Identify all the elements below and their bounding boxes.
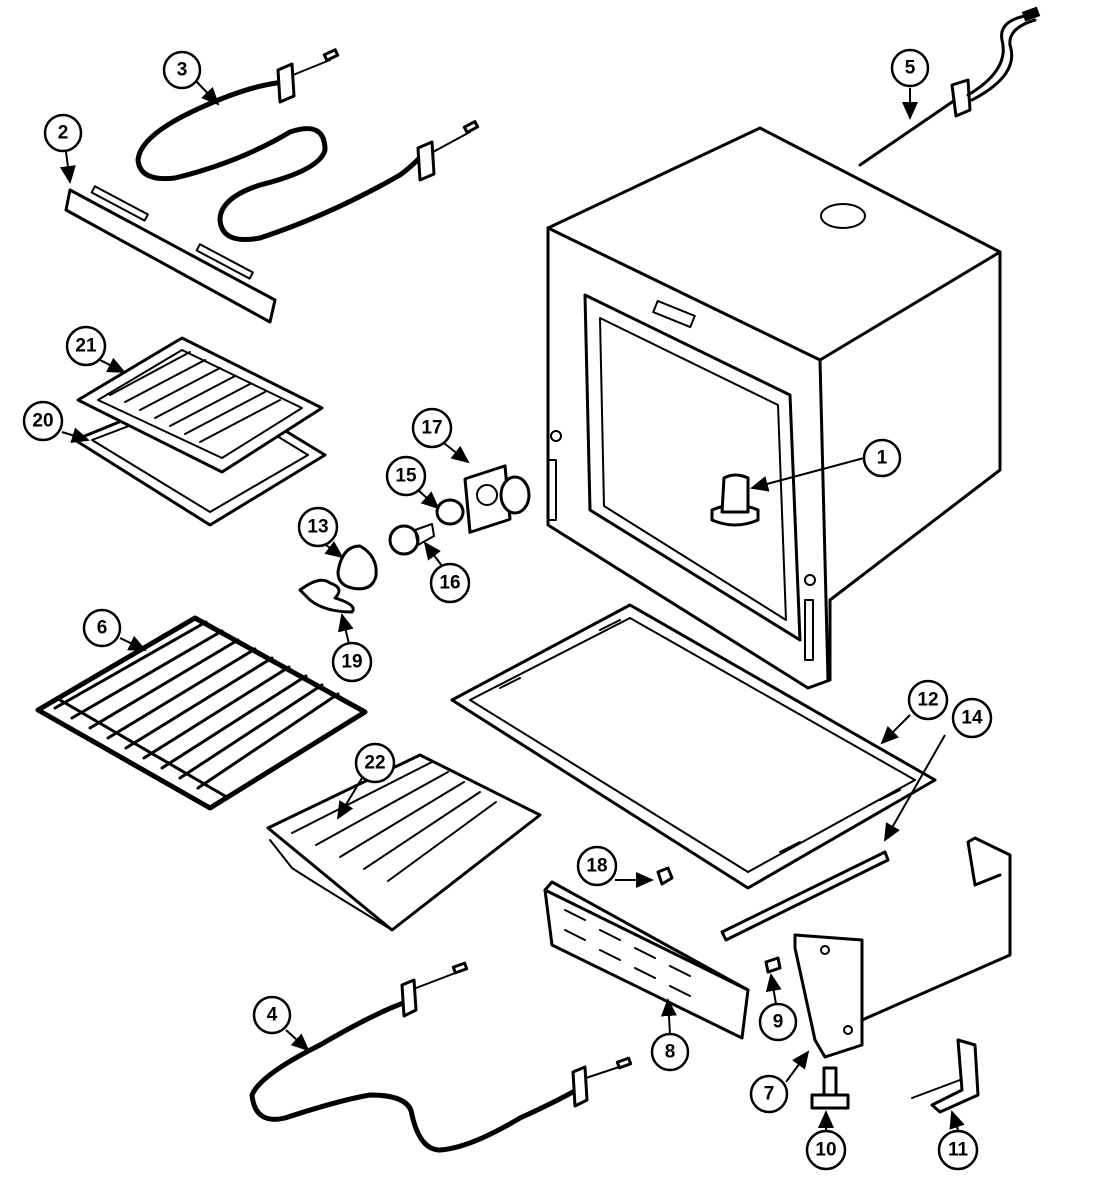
oven-cavity — [546, 126, 1002, 690]
callout-22: 22 — [354, 742, 396, 784]
callout-6: 6 — [82, 608, 122, 648]
svg-text:21: 21 — [75, 336, 97, 357]
svg-text:16: 16 — [439, 573, 460, 594]
broil-element — [135, 48, 480, 242]
callout-3: 3 — [162, 50, 202, 90]
drawer-pan — [450, 603, 937, 890]
side-bracket — [793, 836, 1012, 1059]
svg-text:14: 14 — [961, 708, 983, 729]
svg-text:10: 10 — [815, 1140, 836, 1161]
temperature-sensor — [858, 6, 1041, 167]
svg-text:12: 12 — [917, 690, 938, 711]
callout-11: 11 — [937, 1129, 979, 1171]
callout-10: 10 — [805, 1129, 847, 1171]
svg-text:9: 9 — [773, 1012, 784, 1033]
svg-text:5: 5 — [905, 58, 916, 79]
svg-text:1: 1 — [877, 448, 888, 469]
callout-14: 14 — [951, 697, 993, 739]
svg-text:7: 7 — [764, 1084, 775, 1105]
svg-text:20: 20 — [32, 411, 53, 432]
callout-2: 2 — [43, 113, 83, 153]
element-bracket — [64, 185, 277, 324]
svg-text:15: 15 — [395, 466, 417, 487]
callout-18: 18 — [576, 845, 618, 887]
callout-19: 19 — [331, 641, 373, 683]
callout-16: 16 — [429, 562, 471, 604]
callout-21: 21 — [65, 325, 107, 367]
svg-text:13: 13 — [307, 517, 328, 538]
broil-pan-insert — [76, 336, 324, 474]
leader-lines — [59, 79, 965, 1131]
roasting-rack — [266, 753, 542, 932]
bake-element — [249, 961, 633, 1153]
callout-9: 9 — [758, 1002, 798, 1042]
oven-rack — [35, 615, 368, 811]
svg-text:19: 19 — [341, 652, 362, 673]
screw — [764, 956, 782, 974]
drawer-front-bracket — [543, 880, 750, 1040]
callout-4: 4 — [252, 995, 292, 1035]
callout-1: 1 — [862, 438, 902, 478]
svg-text:4: 4 — [267, 1005, 278, 1026]
callout-12: 12 — [907, 679, 949, 721]
callout-20: 20 — [22, 400, 64, 442]
light-assembly — [298, 464, 531, 614]
svg-text:17: 17 — [421, 418, 442, 439]
svg-text:18: 18 — [586, 856, 607, 877]
callout-5: 5 — [890, 48, 930, 88]
leveling-leg — [810, 1066, 850, 1110]
drawer-rail — [720, 850, 890, 942]
svg-text:11: 11 — [948, 1140, 969, 1161]
callout-15: 15 — [385, 455, 427, 497]
callout-7: 7 — [749, 1074, 789, 1114]
svg-text:2: 2 — [58, 123, 69, 144]
nut — [656, 866, 674, 886]
svg-text:22: 22 — [364, 753, 385, 774]
svg-text:6: 6 — [97, 618, 108, 639]
leg-bracket — [911, 1038, 980, 1114]
svg-text:3: 3 — [177, 60, 188, 81]
svg-text:8: 8 — [665, 1042, 676, 1063]
callout-13: 13 — [297, 506, 339, 548]
callout-8: 8 — [650, 1032, 690, 1072]
callout-17: 17 — [411, 407, 453, 449]
